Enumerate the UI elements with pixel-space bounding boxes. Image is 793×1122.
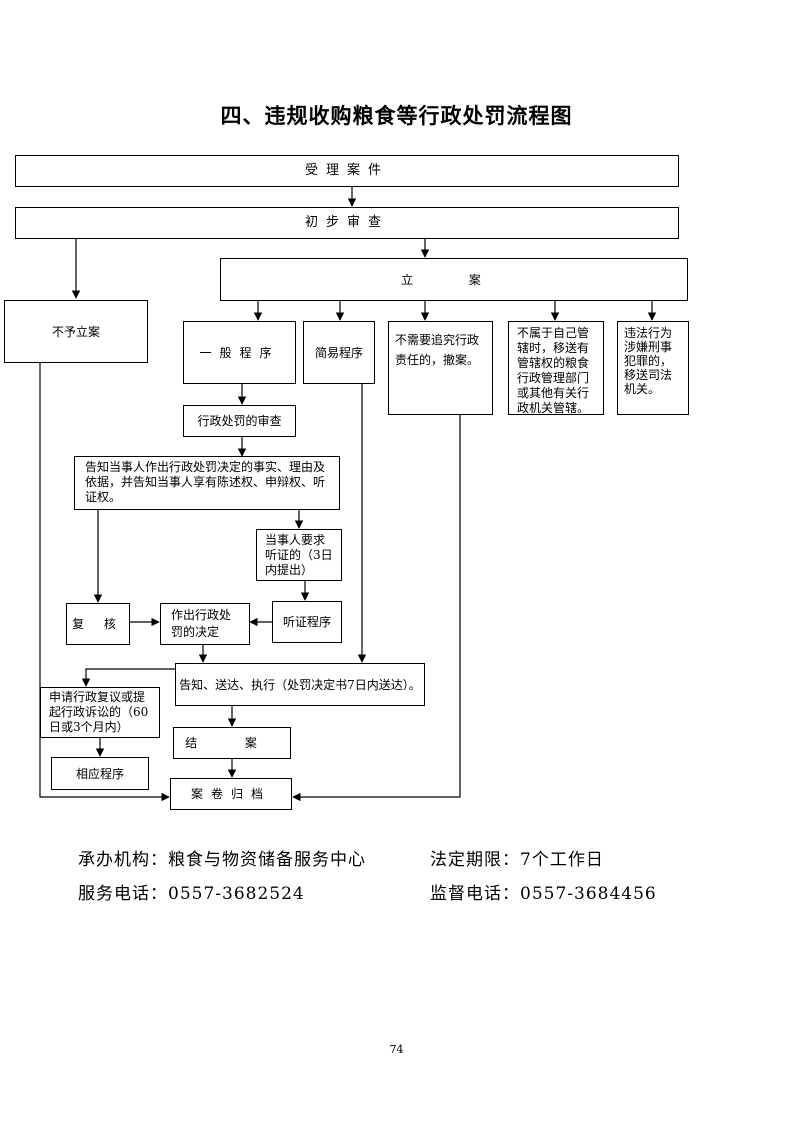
node-notify-deliver: 告知、送达、执行（处罚决定书7日内送达）。: [175, 663, 425, 706]
service-phone: 服务电话：0557-3682524: [78, 884, 305, 904]
arrow-deliver-to-appeal: [81, 668, 175, 687]
node-preliminary-review: 初步审查: [15, 207, 679, 239]
agency-info: 承办机构：粮食与物资储备服务中心: [78, 850, 366, 870]
supervision-phone: 监督电话：0557-3684456: [430, 884, 657, 904]
node-penalty-review: 行政处罚的审查: [183, 405, 296, 437]
node-close-case: 结 案: [173, 727, 291, 759]
node-notify-party: 告知当事人作出行政处罚决定的事实、理由及依据，并告知当事人享有陈述权、申辩权、听…: [74, 456, 340, 510]
page-number: 74: [389, 1043, 404, 1056]
deadline-info: 法定期限：7个工作日: [430, 850, 604, 870]
node-transfer-admin: 不属于自己管辖时，移送有管辖权的粮食行政管理部门或其他有关行政机关管辖。: [508, 321, 604, 415]
page-title: 四、违规收购粮食等行政处罚流程图: [220, 104, 573, 128]
node-corresponding-procedure: 相应程序: [51, 757, 149, 790]
node-archive: 案卷归档: [170, 778, 292, 810]
node-make-decision: 作出行政处罚的决定: [160, 603, 250, 645]
node-accept-case: 受理案件: [15, 155, 679, 187]
node-not-file: 不予立案: [4, 300, 148, 363]
node-general-procedure: 一般程序: [183, 321, 296, 384]
node-transfer-judicial: 违法行为涉嫌刑事犯罪的，移送司法机关。: [617, 321, 689, 415]
node-appeal: 申请行政复议或提起行政诉讼的（60日或3个月内）: [40, 687, 160, 738]
node-hearing-procedure: 听证程序: [272, 601, 342, 643]
arrow-not-file-to-archive: [39, 363, 170, 802]
node-withdraw: 不需要追究行政责任的，撤案。: [388, 321, 493, 415]
node-recheck: 复 核: [66, 603, 130, 645]
node-simple-procedure: 简易程序: [303, 321, 375, 384]
node-file-case: 立 案: [220, 258, 688, 301]
node-hearing-request: 当事人要求听证的（3日内提出）: [256, 529, 342, 581]
arrow-withdraw-to-archive: [292, 415, 461, 802]
